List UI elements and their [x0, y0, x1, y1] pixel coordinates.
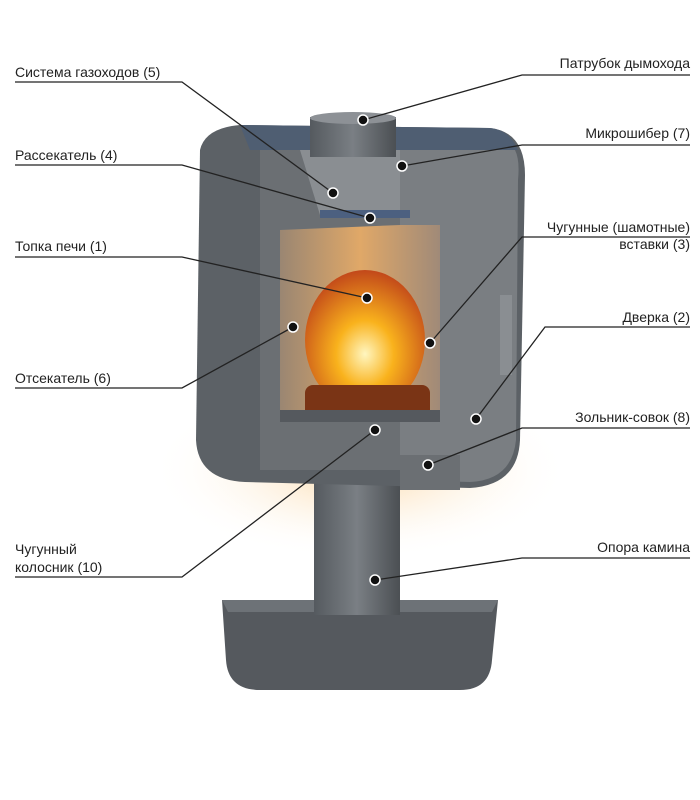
- label-grate-line2: колосник (10): [15, 559, 103, 575]
- fire: [305, 270, 425, 410]
- label-inserts-line2: вставки (3): [619, 236, 690, 252]
- splitter-plate: [320, 210, 410, 218]
- label-micro-damper: Микрошибер (7): [585, 125, 690, 141]
- label-splitter: Рассекатель (4): [15, 147, 118, 163]
- flue-hood: [300, 150, 400, 215]
- label-door: Дверка (2): [622, 309, 690, 325]
- door-handle: [500, 295, 512, 375]
- label-grate-line1: Чугунный: [15, 541, 77, 557]
- label-firebox: Топка печи (1): [15, 238, 107, 254]
- marker-dots: [287, 114, 482, 586]
- label-cutoff: Отсекатель (6): [15, 370, 111, 386]
- grate: [280, 410, 440, 422]
- label-flue-system: Система газоходов (5): [15, 64, 161, 80]
- label-ash-pan: Зольник-совок (8): [575, 409, 690, 425]
- label-inserts-line1: Чугунные (шамотные): [546, 219, 690, 235]
- label-chimney-pipe: Патрубок дымохода: [559, 55, 690, 71]
- leader-lines: [15, 74, 690, 581]
- label-stand: Опора камина: [597, 539, 690, 555]
- stand-base: [222, 600, 498, 690]
